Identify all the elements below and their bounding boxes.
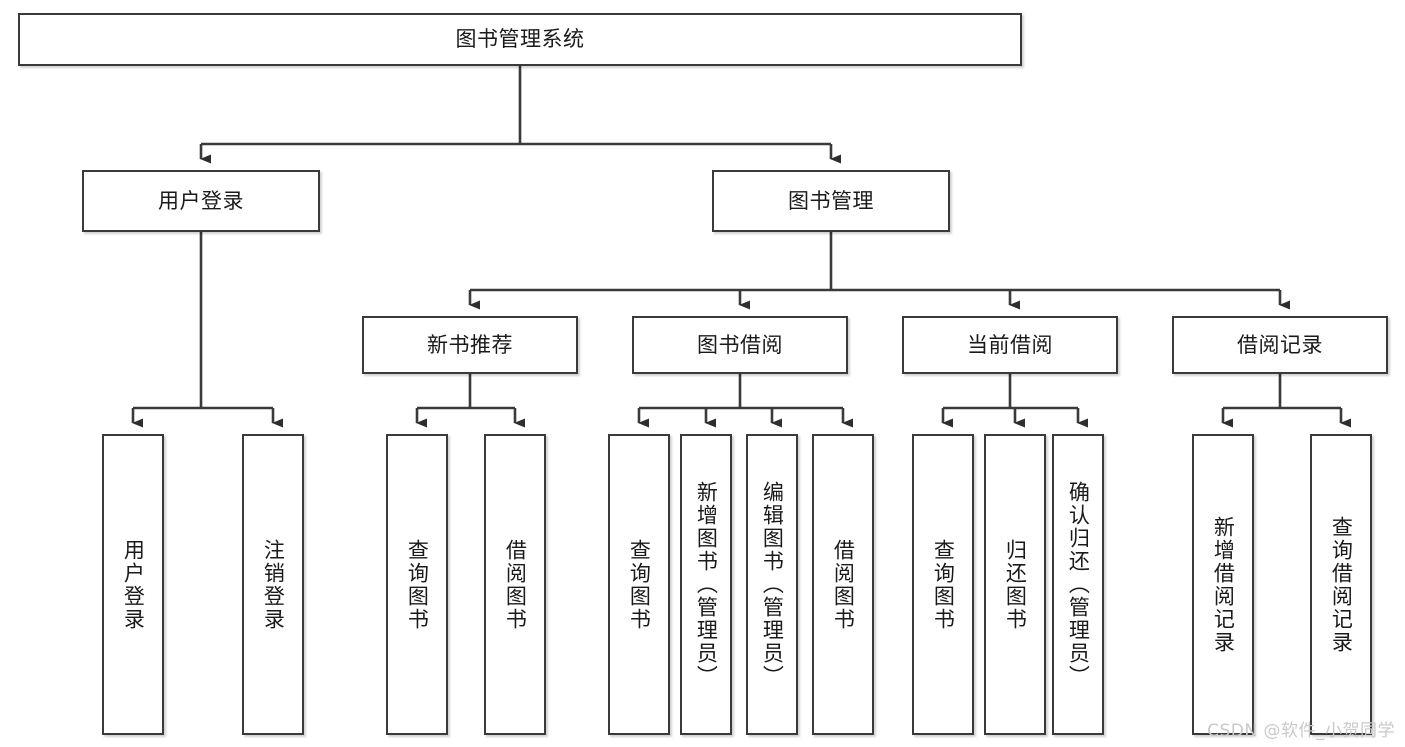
node-label: 查询图书	[627, 538, 652, 631]
node-label: 查询借阅记录	[1329, 515, 1354, 654]
node-leaf-return-book[interactable]: 归还图书	[984, 434, 1046, 735]
node-leaf-borrow-book-2[interactable]: 借阅图书	[812, 434, 874, 735]
node-leaf-edit-book-admin[interactable]: 编辑图书（管理员）	[746, 434, 798, 735]
node-label: 新增借阅记录	[1211, 515, 1236, 654]
node-leaf-query-book-1[interactable]: 查询图书	[386, 434, 448, 735]
node-l3-book-borrow[interactable]: 图书借阅	[632, 316, 848, 374]
node-leaf-logout[interactable]: 注销登录	[242, 434, 304, 735]
node-label: 用户登录	[121, 538, 146, 631]
node-l3-borrow-record[interactable]: 借阅记录	[1172, 316, 1388, 374]
node-leaf-query-book-2[interactable]: 查询图书	[608, 434, 670, 735]
node-label: 注销登录	[261, 538, 286, 631]
node-label: 图书管理系统	[455, 27, 585, 52]
node-label: 新书推荐	[427, 332, 513, 357]
node-root[interactable]: 图书管理系统	[18, 13, 1022, 66]
node-label: 图书管理	[788, 188, 874, 213]
node-label: 确认归还（管理员）	[1066, 481, 1091, 688]
node-label: 查询图书	[405, 538, 430, 631]
node-label: 图书借阅	[697, 332, 783, 357]
node-l2-book-mgmt[interactable]: 图书管理	[712, 170, 950, 232]
node-label: 借阅记录	[1237, 332, 1323, 357]
node-label: 归还图书	[1003, 538, 1028, 631]
node-l3-current-borrow[interactable]: 当前借阅	[902, 316, 1118, 374]
node-l2-user-login[interactable]: 用户登录	[82, 170, 320, 232]
node-label: 借阅图书	[831, 538, 856, 631]
node-leaf-query-borrow-record[interactable]: 查询借阅记录	[1310, 434, 1372, 735]
node-label: 编辑图书（管理员）	[760, 481, 785, 688]
node-label: 用户登录	[158, 188, 244, 213]
node-leaf-query-book-3[interactable]: 查询图书	[912, 434, 974, 735]
node-l3-new-book-rec[interactable]: 新书推荐	[362, 316, 578, 374]
node-leaf-user-login[interactable]: 用户登录	[102, 434, 164, 735]
node-label: 查询图书	[931, 538, 956, 631]
node-leaf-confirm-return-admin[interactable]: 确认归还（管理员）	[1052, 434, 1104, 735]
node-label: 借阅图书	[503, 538, 528, 631]
node-leaf-add-borrow-record[interactable]: 新增借阅记录	[1192, 434, 1254, 735]
node-leaf-borrow-book-1[interactable]: 借阅图书	[484, 434, 546, 735]
node-label: 新增图书（管理员）	[694, 481, 719, 688]
node-leaf-add-book-admin[interactable]: 新增图书（管理员）	[680, 434, 732, 735]
watermark-text: CSDN @软件_小贺同学	[1207, 721, 1395, 741]
node-label: 当前借阅	[967, 332, 1053, 357]
